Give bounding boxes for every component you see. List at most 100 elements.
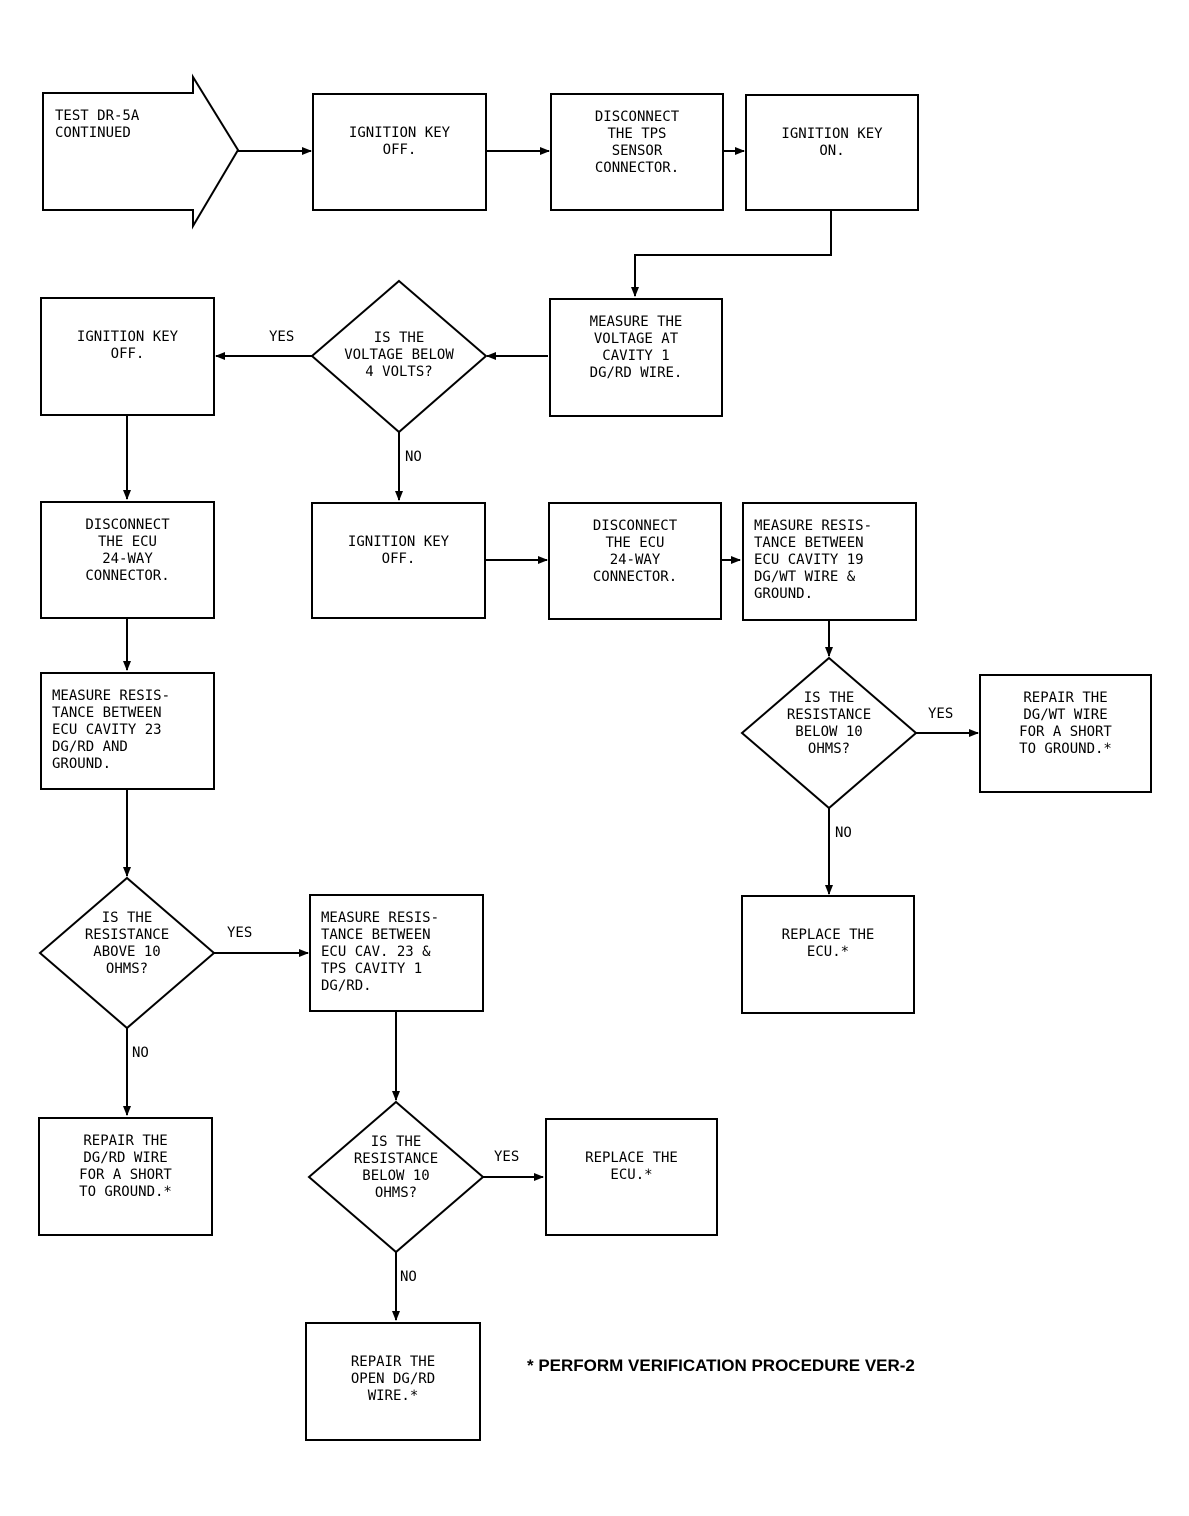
box-text: ECU CAV. 23 & [321, 944, 431, 960]
box-disconnect-tps: DISCONNECT THE TPS SENSOR CONNECTOR. [550, 93, 724, 211]
box-text: FOR A SHORT [1019, 724, 1112, 740]
start-line: CONTINUED [55, 125, 131, 141]
box-text: REPAIR THE [1023, 690, 1108, 706]
box-measure-cavity-23: MEASURE RESIS- TANCE BETWEEN ECU CAVITY … [40, 672, 215, 790]
box-text: DISCONNECT [85, 517, 170, 533]
box-text: OFF. [110, 346, 145, 362]
box-text: CAVITY 1 [602, 348, 670, 364]
branch-yes-above: YES [227, 925, 253, 941]
box-measure-cav23-tps: MEASURE RESIS- TANCE BETWEEN ECU CAV. 23… [309, 894, 484, 1012]
box-text: GROUND. [52, 756, 112, 772]
box-text: SENSOR [611, 143, 663, 159]
box-text: TO GROUND.* [1019, 741, 1112, 757]
box-repair-dgwt: REPAIR THE DG/WT WIRE FOR A SHORT TO GRO… [979, 674, 1152, 793]
start-line: TEST DR-5A [55, 108, 140, 124]
box-text: IGNITION KEY [347, 534, 450, 550]
box-text: ECU.* [610, 1167, 653, 1183]
box-text: MEASURE THE [589, 314, 683, 330]
box-text: MEASURE RESIS- [754, 518, 873, 534]
box-ignition-key-off-1: IGNITION KEY OFF. [312, 93, 487, 211]
box-text: DG/RD WIRE [83, 1150, 168, 1166]
box-text: WIRE.* [367, 1388, 419, 1404]
box-text: ECU CAVITY 19 [754, 552, 864, 568]
decision-text: IS THE [370, 1134, 422, 1150]
box-text: ECU CAVITY 23 [52, 722, 162, 738]
box-text: OPEN DG/RD [350, 1371, 436, 1387]
decision-text: RESISTANCE [786, 707, 872, 723]
branch-no-voltage: NO [405, 449, 422, 465]
decision-text: RESISTANCE [353, 1151, 439, 1167]
box-text: DG/RD. [321, 978, 372, 994]
decision-text: RESISTANCE [84, 927, 170, 943]
box-text: VOLTAGE AT [593, 331, 679, 347]
box-text: FOR A SHORT [79, 1167, 172, 1183]
decision-resistance-below-10-mid: IS THE RESISTANCE BELOW 10 OHMS? [329, 1134, 463, 1202]
box-text: IGNITION KEY [348, 125, 451, 141]
box-text: CONNECTOR. [85, 568, 170, 584]
box-text: DISCONNECT [592, 518, 678, 534]
box-text: CONNECTOR. [592, 569, 678, 585]
decision-text: IS THE [803, 690, 855, 706]
decision-text: ABOVE 10 [93, 944, 161, 960]
box-text: TO GROUND.* [79, 1184, 172, 1200]
start-label: TEST DR-5A CONTINUED [55, 108, 185, 142]
box-text: DISCONNECT [594, 109, 680, 125]
decision-resistance-above-10: IS THE RESISTANCE ABOVE 10 OHMS? [60, 910, 194, 978]
box-text: MEASURE RESIS- [321, 910, 440, 926]
box-text: REPLACE THE [585, 1150, 678, 1166]
box-text: IGNITION KEY [781, 126, 883, 142]
box-measure-voltage: MEASURE THE VOLTAGE AT CAVITY 1 DG/RD WI… [549, 298, 723, 417]
box-ignition-key-on: IGNITION KEY ON. [745, 94, 919, 211]
box-text: ON. [819, 143, 845, 159]
box-measure-cavity-19: MEASURE RESIS- TANCE BETWEEN ECU CAVITY … [742, 502, 917, 621]
branch-no-right: NO [835, 825, 852, 841]
box-text: REPAIR THE [83, 1133, 168, 1149]
box-disconnect-ecu-left: DISCONNECT THE ECU 24-WAY CONNECTOR. [40, 501, 215, 619]
decision-text: BELOW 10 [362, 1168, 430, 1184]
box-repair-open-dgrd: REPAIR THE OPEN DG/RD WIRE.* [305, 1322, 481, 1441]
box-text: REPAIR THE [350, 1354, 436, 1370]
box-text: 24-WAY [609, 552, 661, 568]
box-replace-ecu-right: REPLACE THE ECU.* [741, 895, 915, 1014]
box-text: DG/RD AND [52, 739, 128, 755]
box-replace-ecu-mid: REPLACE THE ECU.* [545, 1118, 718, 1236]
box-text: OFF. [381, 551, 416, 567]
footnote-verification: * PERFORM VERIFICATION PROCEDURE VER-2 [527, 1356, 915, 1375]
decision-text: BELOW 10 [795, 724, 863, 740]
box-text: TPS CAVITY 1 [321, 961, 423, 977]
box-text: THE ECU [97, 534, 157, 550]
decision-text: OHMS? [807, 741, 851, 757]
box-text: DG/RD WIRE. [589, 365, 683, 381]
box-text: 24-WAY [102, 551, 153, 567]
branch-yes-voltage: YES [269, 329, 295, 345]
box-repair-dgrd-short: REPAIR THE DG/RD WIRE FOR A SHORT TO GRO… [38, 1117, 213, 1236]
connector-keyon-to-measure [631, 211, 832, 297]
start-arrow-shape [42, 73, 240, 230]
decision-text: 4 VOLTS? [365, 364, 433, 380]
box-text: THE TPS [607, 126, 667, 142]
box-ignition-key-off-no: IGNITION KEY OFF. [311, 502, 486, 619]
box-text: TANCE BETWEEN [321, 927, 431, 943]
branch-yes-mid: YES [494, 1149, 520, 1165]
branch-no-above: NO [132, 1045, 149, 1061]
box-disconnect-ecu-mid: DISCONNECT THE ECU 24-WAY CONNECTOR. [548, 502, 722, 620]
decision-text: OHMS? [105, 961, 149, 977]
branch-no-mid: NO [400, 1269, 417, 1285]
decision-text: IS THE [101, 910, 153, 926]
box-text: DG/WT WIRE & [754, 569, 856, 585]
box-text: TANCE BETWEEN [52, 705, 162, 721]
box-text: CONNECTOR. [594, 160, 680, 176]
decision-text: IS THE [373, 330, 425, 346]
box-text: MEASURE RESIS- [52, 688, 171, 704]
box-text: TANCE BETWEEN [754, 535, 864, 551]
box-text: DG/WT WIRE [1023, 707, 1108, 723]
box-text: ECU.* [806, 944, 850, 960]
box-text: THE ECU [605, 535, 665, 551]
box-ignition-key-off-yes: IGNITION KEY OFF. [40, 297, 215, 416]
box-text: IGNITION KEY [76, 329, 179, 345]
box-text: GROUND. [754, 586, 814, 602]
branch-yes-right: YES [928, 706, 954, 722]
decision-text: OHMS? [374, 1185, 418, 1201]
